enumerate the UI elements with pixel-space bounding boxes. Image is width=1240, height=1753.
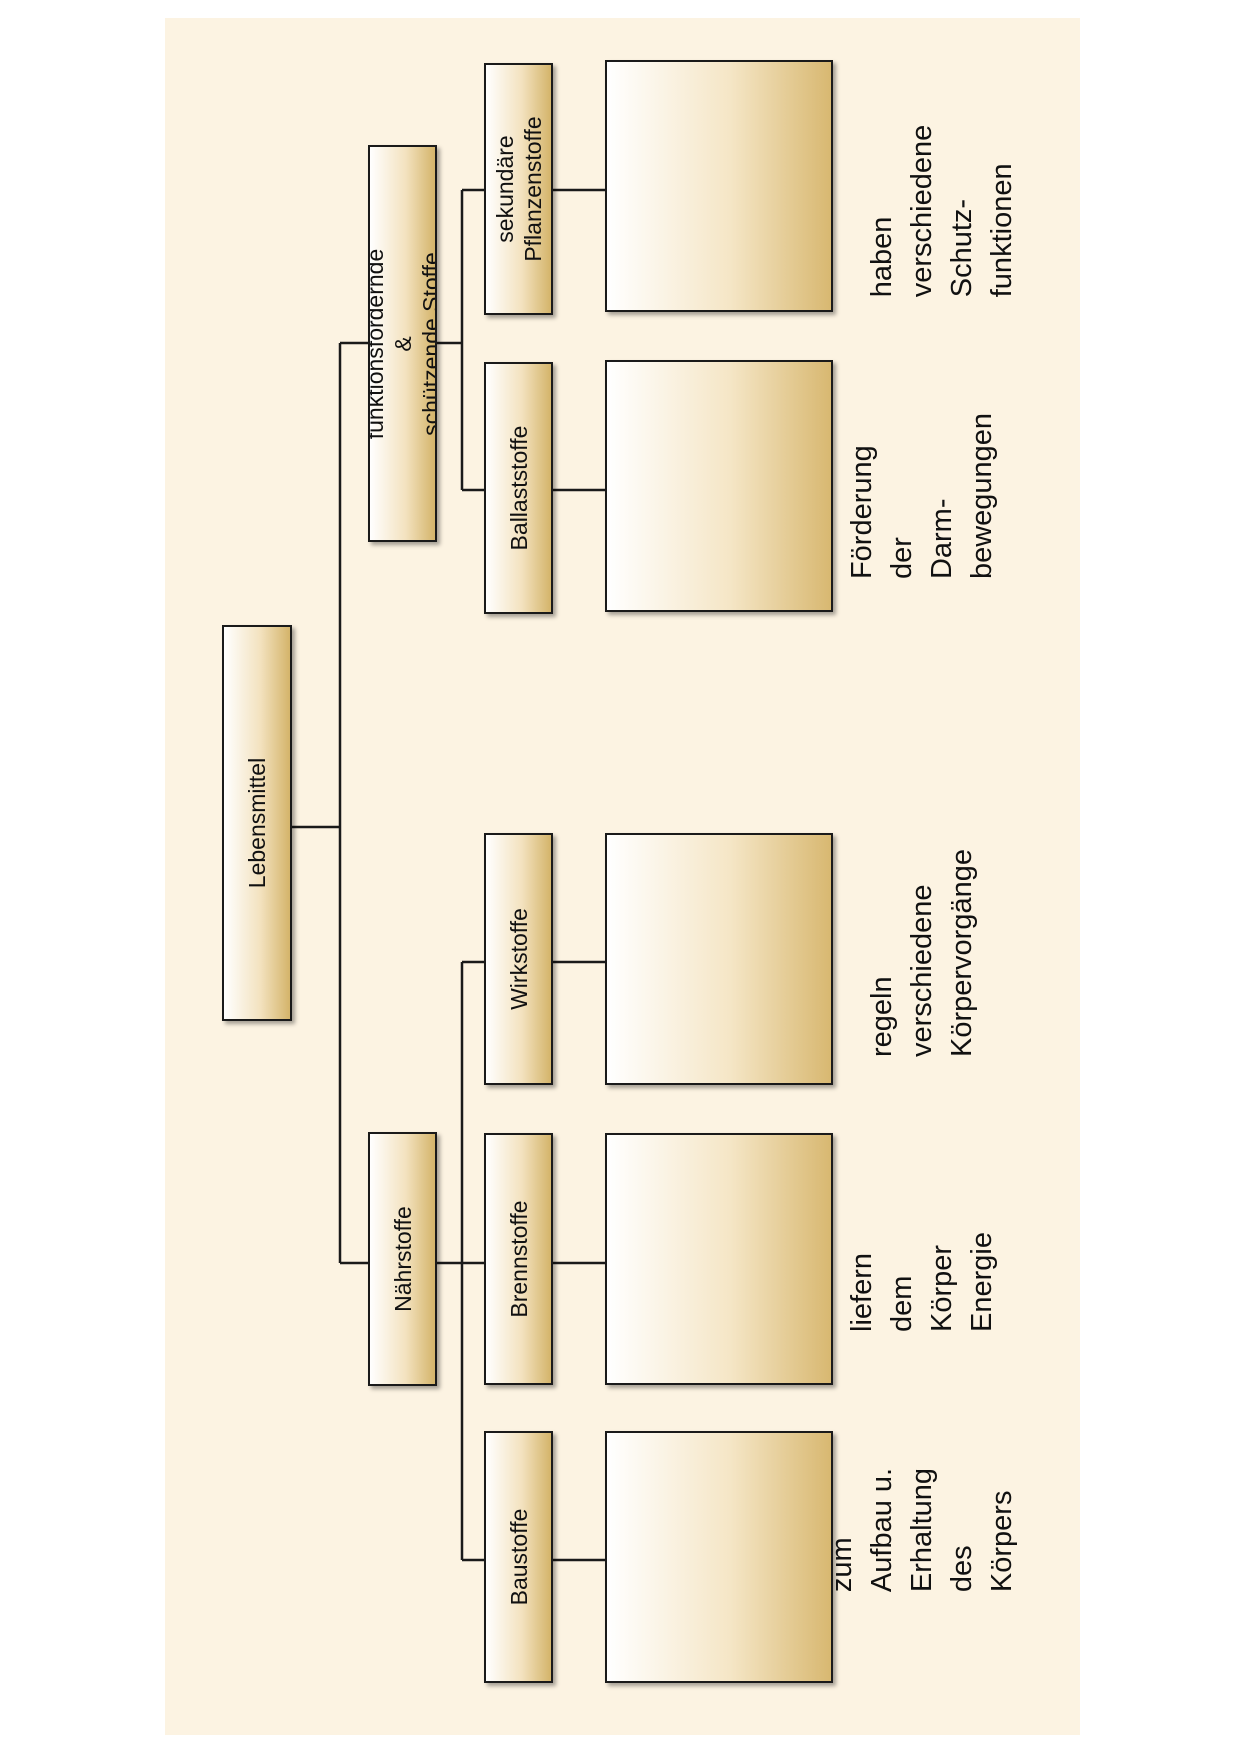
- branch-naehrstoffe-label: Nährstoffe: [389, 1206, 416, 1312]
- answer-box-ballaststoffe[interactable]: [605, 360, 833, 612]
- description-wirkstoffe-text: regeln verschiedene Körpervorgänge: [866, 849, 978, 1057]
- answer-box-baustoffe[interactable]: [605, 1431, 833, 1683]
- answer-box-sekundaere-pflanzenstoffe[interactable]: [605, 60, 833, 312]
- branch-naehrstoffe: Nährstoffe: [368, 1132, 437, 1386]
- node-brennstoffe-label: Brennstoffe: [505, 1200, 532, 1318]
- answer-box-brennstoffe[interactable]: [605, 1133, 833, 1385]
- root-label: Lebensmittel: [244, 757, 270, 889]
- node-ballaststoffe-label: Ballaststoffe: [505, 425, 532, 551]
- node-sekundaere-pflanzenstoffe: sekundäre Pflanzenstoffe: [484, 63, 553, 315]
- node-baustoffe-label: Baustoffe: [505, 1508, 532, 1606]
- description-ballaststoffe-text: Förderung der Darm- bewegungen: [846, 412, 998, 580]
- branch-funktionsfoerdernde-stoffe: funktionsfördernde & schützende Stoffe: [368, 145, 437, 542]
- description-baustoffe-text: zum Aufbau u. Erhaltung des Körpers: [826, 1467, 1018, 1593]
- branch-funktionsfoerdernde-label: funktionsfördernde & schützende Stoffe: [368, 248, 437, 439]
- node-ballaststoffe: Ballaststoffe: [484, 362, 553, 614]
- node-brennstoffe: Brennstoffe: [484, 1133, 553, 1385]
- root-node: Lebensmittel: [222, 625, 292, 1021]
- answer-box-wirkstoffe[interactable]: [605, 833, 833, 1085]
- node-baustoffe: Baustoffe: [484, 1431, 553, 1683]
- description-sekundaere-pflanzenstoffe-text: haben verschiedene Schutz- funktionen: [866, 124, 1018, 298]
- node-wirkstoffe-label: Wirkstoffe: [505, 908, 532, 1010]
- node-sekundaere-pflanzenstoffe-label: sekundäre Pflanzenstoffe: [491, 116, 546, 262]
- node-wirkstoffe: Wirkstoffe: [484, 833, 553, 1085]
- description-brennstoffe-text: liefern dem Körper Energie: [846, 1232, 998, 1332]
